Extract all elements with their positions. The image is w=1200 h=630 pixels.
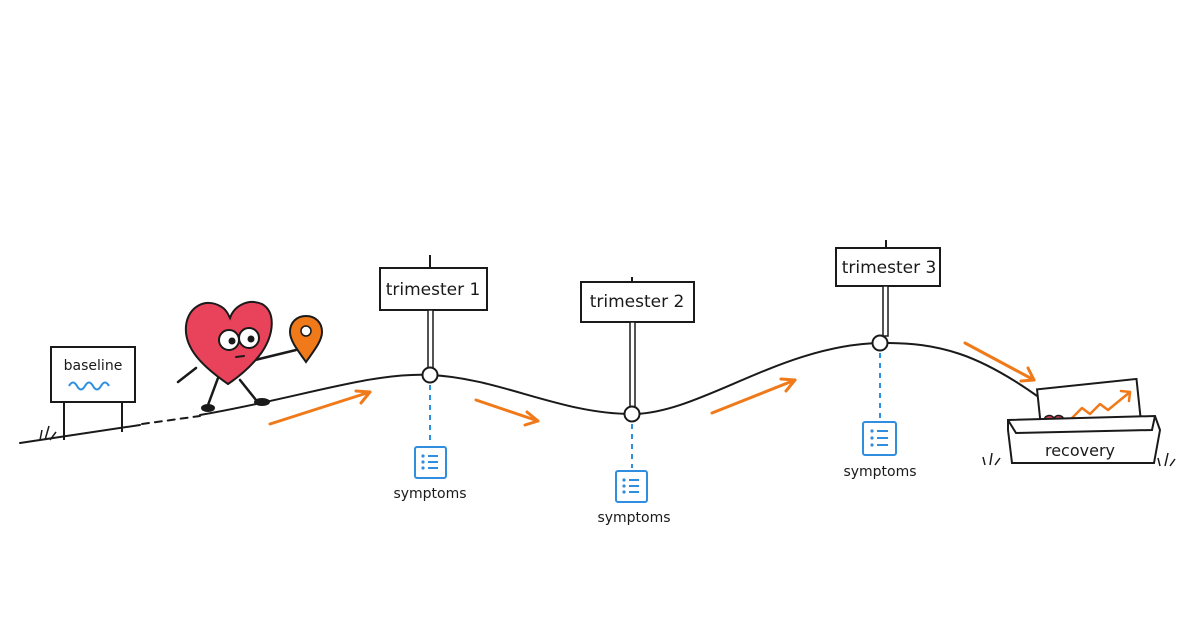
milestone-trimester-1: trimester 1 symptoms [379,255,488,502]
trend-up-icon [1070,389,1132,420]
grass-tuft [1157,452,1176,467]
grass-tuft [39,425,57,441]
location-pin-icon [288,314,324,364]
milestone-label: trimester 2 [590,292,685,312]
symptoms-label: symptoms [843,464,916,480]
milestone-label: trimester 1 [386,280,481,300]
direction-arrow [710,377,797,415]
recovery-box: recovery [1007,377,1162,464]
direction-arrow [963,341,1036,383]
recovery-label: recovery [1045,441,1115,460]
journey-path-main [199,341,1041,416]
symptoms-label: symptoms [393,486,466,502]
grass-tuft [982,452,1001,466]
direction-arrow [474,398,540,427]
list-icon [615,470,648,503]
heart-character-icon [176,300,298,412]
milestone-label: trimester 3 [842,258,937,278]
milestone-trimester-2: trimester 2 symptoms [580,277,695,526]
list-icon [862,421,897,456]
baseline-sign: baseline [50,346,136,440]
list-icon [414,446,447,479]
baseline-label: baseline [64,358,123,374]
milestone-trimester-3: trimester 3 symptoms [835,240,941,480]
baseline-wave-icon [68,381,110,391]
symptoms-label: symptoms [597,510,670,526]
direction-arrow [268,389,372,426]
journey-path-dashed [141,415,201,425]
